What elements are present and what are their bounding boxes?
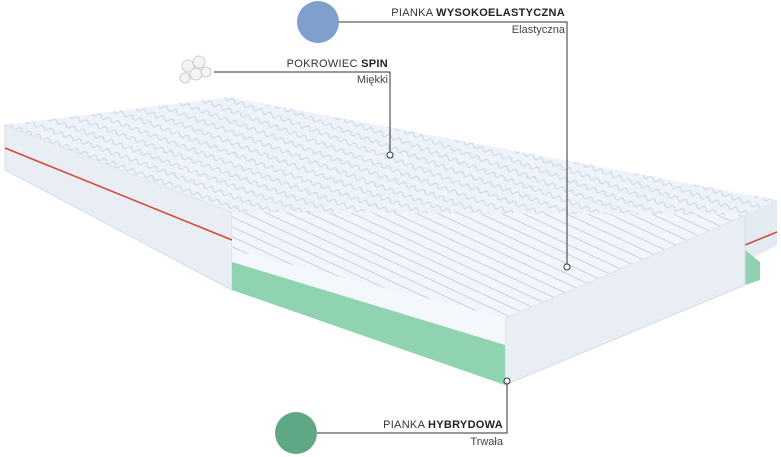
- top-layer-label: PIANKA WYSOKOELASTYCZNA: [391, 7, 565, 19]
- right-side: [745, 200, 777, 262]
- label-name: WYSOKOELASTYCZNA: [436, 7, 565, 19]
- high-elastic-foam-top: [232, 212, 745, 318]
- label-name: HYBRYDOWA: [427, 419, 503, 431]
- label-prefix: POKROWIEC: [286, 58, 358, 70]
- label-name: SPIN: [361, 58, 388, 70]
- bottom-layer-swatch-icon: [275, 412, 317, 454]
- hybrid-foam-front: [232, 262, 505, 385]
- cover-bubbles-icon: [179, 55, 212, 84]
- top-layer-property: Elastyczna: [511, 24, 565, 36]
- cover-label: POKROWIEC SPIN: [287, 58, 388, 70]
- label-prefix: PIANKA: [383, 419, 425, 431]
- bottom-layer-property: Trwała: [470, 436, 503, 448]
- bottom-layer-label: PIANKA HYBRYDOWA: [383, 419, 503, 431]
- top-layer-swatch-icon: [297, 1, 339, 43]
- red-seam: [4, 147, 233, 241]
- cover-property: Miękki: [356, 74, 388, 86]
- high-elastic-foam-front: [232, 250, 505, 345]
- right-green: [745, 250, 760, 285]
- label-prefix: PIANKA: [391, 7, 433, 19]
